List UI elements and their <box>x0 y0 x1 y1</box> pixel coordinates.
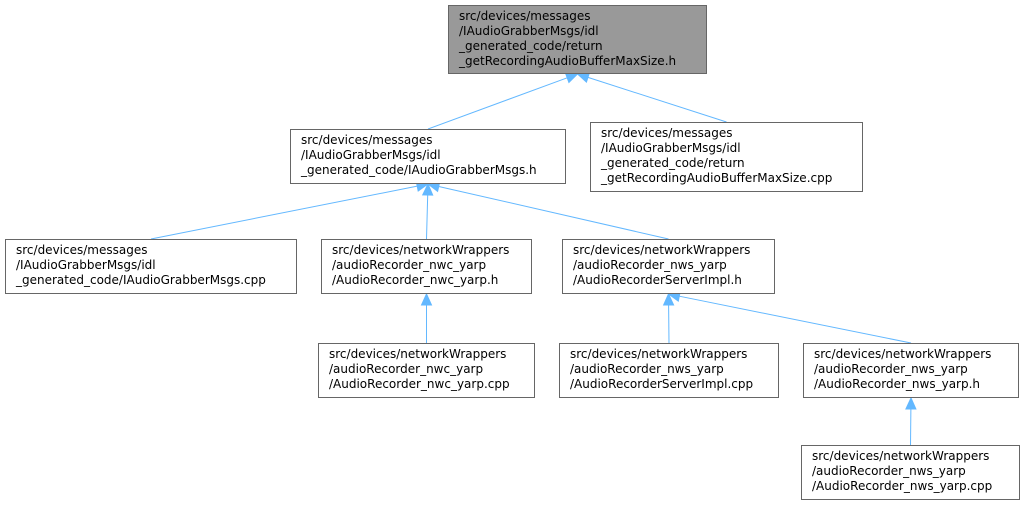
node-server-impl-source[interactable]: src/devices/networkWrappers /audioRecord… <box>559 343 779 398</box>
edge-line <box>587 76 727 123</box>
node-line: /audioRecorder_nws_yarp <box>812 464 966 478</box>
node-line: /IAudioGrabberMsgs/idl <box>601 141 741 155</box>
node-line: /AudioRecorder_nws_yarp.cpp <box>812 479 993 493</box>
node-line: /IAudioGrabberMsgs/idl <box>301 148 441 162</box>
node-nws-yarp-source[interactable]: src/devices/networkWrappers /audioRecord… <box>801 445 1020 500</box>
node-line: _generated_code/return <box>459 39 603 53</box>
node-line: _generated_code/IAudioGrabberMsgs.cpp <box>16 273 266 287</box>
node-line: src/devices/messages <box>301 133 433 147</box>
node-root-header: src/devices/messages /IAudioGrabberMsgs/… <box>448 5 707 74</box>
node-server-impl-header[interactable]: src/devices/networkWrappers /audioRecord… <box>562 239 775 294</box>
edge-arrowhead <box>662 292 675 306</box>
node-nwc-yarp-source[interactable]: src/devices/networkWrappers /audioRecord… <box>318 343 535 398</box>
node-line: /AudioRecorder_nwc_yarp.h <box>332 273 499 287</box>
node-line: /IAudioGrabberMsgs/idl <box>459 24 599 38</box>
node-line: src/devices/messages <box>601 126 733 140</box>
node-line: _generated_code/return <box>601 156 745 170</box>
edge-line <box>426 194 429 240</box>
node-line: /audioRecorder_nws_yarp <box>573 258 727 272</box>
node-line: src/devices/messages <box>16 243 148 257</box>
node-line: /audioRecorder_nwc_yarp <box>332 258 487 272</box>
edge-line <box>438 185 669 240</box>
node-line: src/devices/messages <box>459 9 591 23</box>
edge-arrowhead <box>905 396 917 410</box>
node-line: src/devices/networkWrappers <box>332 243 510 257</box>
node-line: _generated_code/IAudioGrabberMsgs.h <box>301 163 537 177</box>
node-line: src/devices/networkWrappers <box>814 347 992 361</box>
node-iaudiograbbermsgs-header[interactable]: src/devices/messages /IAudioGrabberMsgs/… <box>290 129 566 184</box>
node-line: /audioRecorder_nws_yarp <box>570 362 724 376</box>
edge-line <box>679 295 912 344</box>
node-line: src/devices/networkWrappers <box>812 449 990 463</box>
node-nws-yarp-header[interactable]: src/devices/networkWrappers /audioRecord… <box>803 343 1019 398</box>
edge-line <box>150 185 418 240</box>
edge-arrowhead <box>421 182 434 196</box>
edge-line <box>427 77 568 130</box>
node-line: /audioRecorder_nws_yarp <box>814 362 968 376</box>
node-line: _getRecordingAudioBufferMaxSize.cpp <box>601 171 833 185</box>
edge-arrowhead <box>576 72 591 84</box>
node-iaudiograbbermsgs-source[interactable]: src/devices/messages /IAudioGrabberMsgs/… <box>5 239 297 294</box>
node-line: /AudioRecorder_nws_yarp.h <box>814 377 981 391</box>
node-line: src/devices/networkWrappers <box>570 347 748 361</box>
node-line: /AudioRecorderServerImpl.cpp <box>570 377 754 391</box>
node-line: /audioRecorder_nwc_yarp <box>329 362 484 376</box>
edge-arrowhead <box>564 72 579 84</box>
node-line: _getRecordingAudioBufferMaxSize.h <box>459 54 677 68</box>
node-line: /AudioRecorder_nwc_yarp.cpp <box>329 377 510 391</box>
edge-arrowhead <box>420 292 433 306</box>
node-line: /IAudioGrabberMsgs/idl <box>16 258 156 272</box>
node-line: src/devices/networkWrappers <box>573 243 751 257</box>
node-return-source[interactable]: src/devices/messages /IAudioGrabberMsgs/… <box>590 122 863 192</box>
node-line: src/devices/networkWrappers <box>329 347 507 361</box>
node-line: /AudioRecorderServerImpl.h <box>573 273 742 287</box>
node-nwc-yarp-header[interactable]: src/devices/networkWrappers /audioRecord… <box>321 239 532 294</box>
